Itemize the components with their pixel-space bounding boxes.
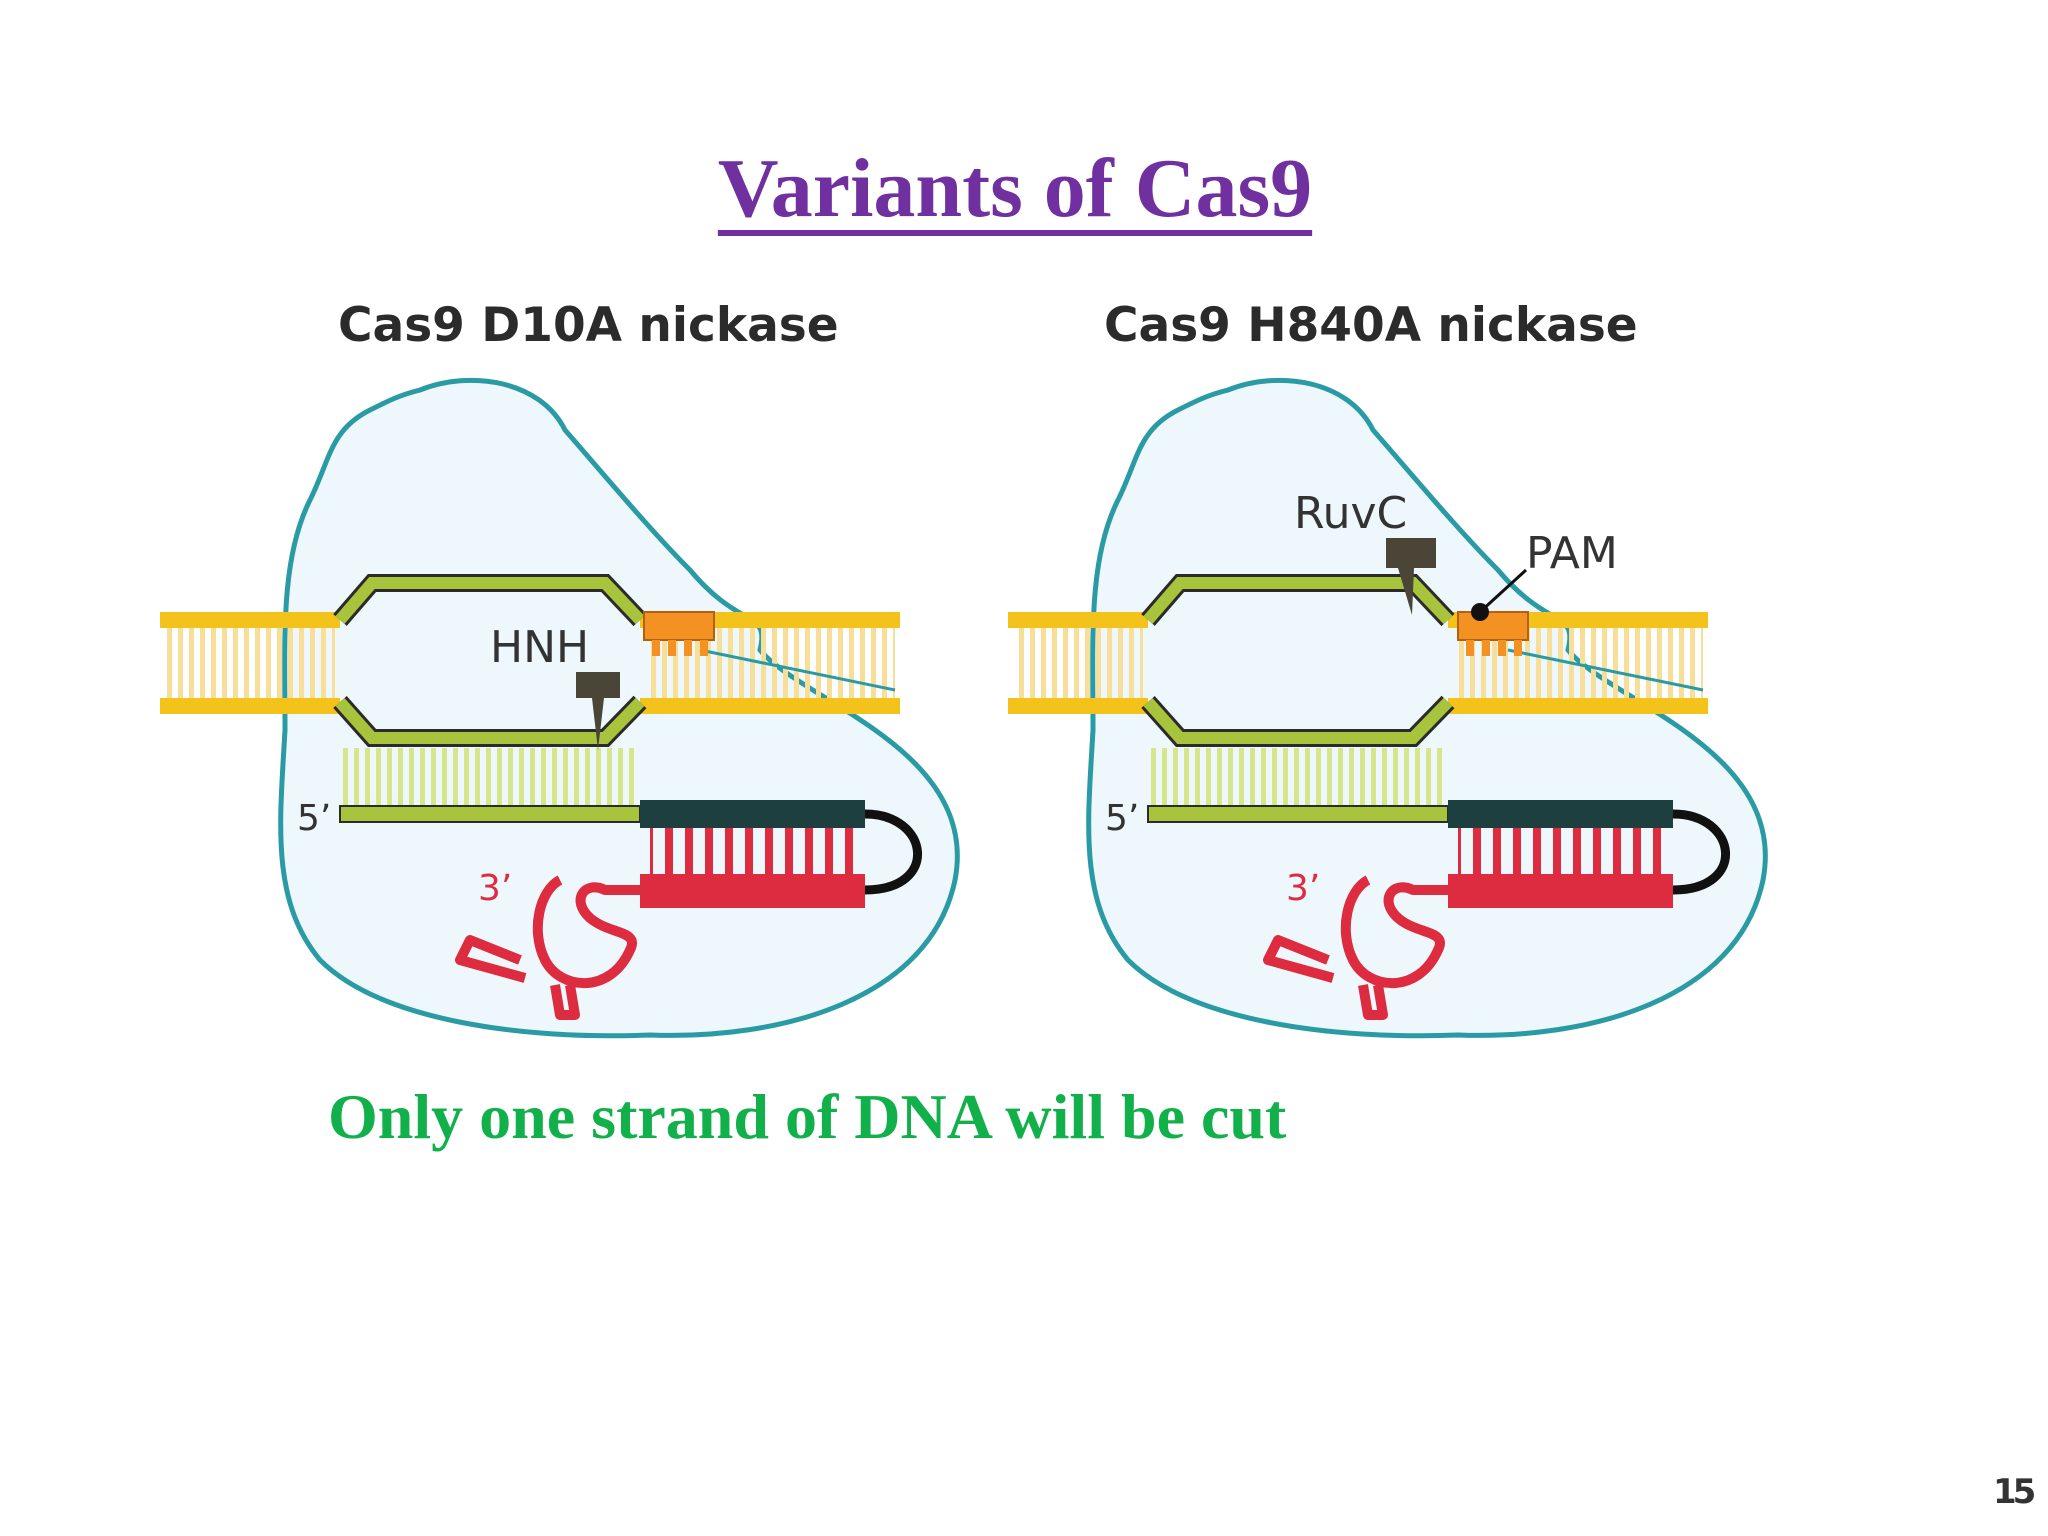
label-pam: PAM (1526, 528, 1618, 579)
slide-title: Variants of Cas9 (717, 142, 1313, 235)
label-3prime: 3’ (478, 868, 512, 909)
rna-dna-hybrid (1150, 748, 1448, 806)
guide-rna-loops (455, 875, 640, 1020)
tracr-scaffold (1448, 800, 1731, 908)
blade-icon (1386, 538, 1436, 615)
panel-d10a: HNH 5’ 3’ (160, 377, 960, 1039)
blade-icon (576, 672, 620, 750)
pam-motif (1457, 568, 1529, 656)
dna-left-duplex (1008, 612, 1148, 714)
pam-motif (643, 611, 715, 656)
label-5prime: 5’ (297, 798, 331, 839)
guide-rna-spacer (1147, 805, 1449, 823)
page-number: 15 (1993, 1472, 2036, 1512)
tracr-scaffold (640, 800, 923, 908)
panel-title-h840a: Cas9 H840A nickase (1104, 298, 1638, 353)
rna-dna-hybrid (342, 748, 640, 806)
label-5prime: 5’ (1105, 798, 1139, 839)
panel-h840a: RuvC PAM 5’ 3’ (1008, 377, 1768, 1039)
guide-rna-spacer (339, 805, 641, 823)
label-ruvc: RuvC (1294, 488, 1407, 539)
caption: Only one strand of DNA will be cut (328, 1081, 1287, 1152)
panel-title-d10a: Cas9 D10A nickase (338, 298, 839, 353)
label-3prime: 3’ (1286, 868, 1320, 909)
guide-rna-loops (1263, 875, 1448, 1020)
label-hnh: HNH (490, 622, 589, 673)
dna-left-duplex (160, 612, 340, 714)
